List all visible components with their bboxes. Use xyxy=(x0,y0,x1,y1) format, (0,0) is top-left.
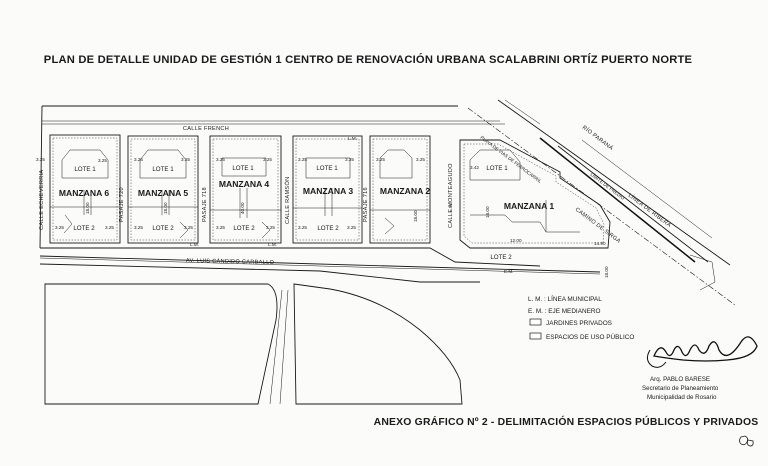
block-label-m5: MANZANA 5 xyxy=(138,188,189,198)
lot-label-m4-1: LOTE 1 xyxy=(232,165,254,172)
dim-m5-325-a: 3.25 xyxy=(134,157,143,162)
dim-m4-4000: 40.00 xyxy=(240,202,245,214)
street-label-ribera: LÍNEA DE RIBERA xyxy=(627,192,673,229)
dim-m4-325-a: 3.25 xyxy=(216,157,225,162)
dim-m5-325-b: 3.25 xyxy=(181,157,190,162)
dim-m4-325-d: 3.25 xyxy=(266,225,275,230)
street-label-pasaje718: PASAJE 718 xyxy=(202,187,208,222)
lot-label-m1-1: LOTE 1 xyxy=(486,165,508,172)
lot-label-m6-1: LOTE 1 xyxy=(74,166,96,173)
lm-marker-d: L.M. xyxy=(448,203,453,212)
block-label-m3: MANZANA 3 xyxy=(303,186,354,196)
street-label-sirga: CAMINO DE SIRGA xyxy=(574,207,622,245)
annex-caption: ANEXO GRÁFICO Nº 2 - DELIMITACIÓN ESPACI… xyxy=(374,415,759,428)
legend-jardines: JARDINES PRIVADOS xyxy=(546,320,612,327)
lot-label-m5-1: LOTE 1 xyxy=(152,166,174,173)
lm-marker-b: L.M. xyxy=(190,242,199,247)
plan-title: PLAN DE DETALLE UNIDAD DE GESTIÓN 1 CENT… xyxy=(44,53,693,66)
dim-m6-1800: 18.00 xyxy=(85,202,90,214)
dim-m6-325-a: 3.25 xyxy=(36,157,45,162)
block-manzana-5: LOTE 1 MANZANA 5 LOTE 2 3.25 3.25 3.25 3… xyxy=(127,135,199,244)
lot-label-m4-2: LOTE 2 xyxy=(233,225,255,232)
legend-swatch-jardines xyxy=(529,318,542,326)
signature-office: Municipalidad de Rosario xyxy=(647,394,717,401)
block-label-m6: MANZANA 6 xyxy=(59,188,110,198)
block-label-m2: MANZANA 2 xyxy=(380,186,431,196)
dim-m5-1800: 18.00 xyxy=(163,202,168,214)
street-label-carballo: AV. LUIS CÁNDIDO CARBALLO xyxy=(186,257,275,266)
block-manzana-6: LOTE 1 MANZANA 6 LOTE 2 3.25 3.25 3.25 3… xyxy=(36,134,121,244)
street-label-monteagudo: CALLE MONTEAGUDO xyxy=(448,163,454,228)
block-manzana-3: LOTE 1 MANZANA 3 LOTE 2 3.25 3.25 3.25 3… xyxy=(292,135,363,244)
dim-m5-325-c: 3.25 xyxy=(134,225,143,230)
dim-m6-325-c: 3.25 xyxy=(55,225,64,230)
street-label-rio: RÍO PARANÁ xyxy=(581,124,615,152)
dim-m1-1490: 14.90 xyxy=(594,241,606,246)
dim-m3-325-a: 3.25 xyxy=(298,157,307,162)
block-manzana-1: LOTE 1 MANZANA 1 LOTE 2 3.42 12.00 14.90… xyxy=(459,139,611,278)
dim-m2-1800: 18.00 xyxy=(413,210,418,222)
legend-em: E. M. : EJE MEDIANERO xyxy=(528,308,600,315)
dim-m3-325-c: 3.25 xyxy=(298,225,307,230)
signature-name: Arq. PABLO BARESE xyxy=(650,376,710,383)
lot-label-m1-2: LOTE 2 xyxy=(490,254,512,261)
lot-label-m3-1: LOTE 1 xyxy=(316,165,338,172)
signature-block: Arq. PABLO BARESE Secretario de Planeami… xyxy=(642,336,758,401)
dim-m3-325-d: 3.25 xyxy=(347,225,356,230)
lot-label-m3-2: LOTE 2 xyxy=(317,225,339,232)
street-grid xyxy=(39,99,736,405)
handwritten-signature xyxy=(653,336,758,362)
lot-label-m6-2: LOTE 2 xyxy=(73,225,95,232)
block-manzana-2: MANZANA 2 18.00 3.25 3.25 xyxy=(369,135,431,244)
legend: L. M. : LÍNEA MUNICIPAL E. M. : EJE MEDI… xyxy=(528,294,634,341)
street-label-french: CALLE FRENCH xyxy=(183,126,229,132)
dim-m4-325-b: 3.25 xyxy=(263,157,272,162)
street-label-vias: PLAYA DE VIAS DE FERROCARRIL xyxy=(479,135,542,184)
signature-flourish xyxy=(646,349,667,368)
legend-espacios: ESPACIOS DE USO PÚBLICO xyxy=(546,332,634,341)
street-label-limite: LÍMITE DE PREDIO xyxy=(589,171,626,201)
lm-marker-a: L.M. xyxy=(348,136,357,141)
street-label-echeverria: CALLE ECHEVERRIA xyxy=(39,170,45,230)
dim-m1-1800-b: 18.00 xyxy=(604,266,609,278)
legend-lm: L. M. : LÍNEA MUNICIPAL xyxy=(528,294,602,303)
dim-m1-342: 3.42 xyxy=(470,165,479,170)
lm-marker-c: L.M. xyxy=(268,242,277,247)
dim-m5-325-d: 3.25 xyxy=(184,225,193,230)
dim-m6-325-b: 3.25 xyxy=(98,158,107,163)
dim-m6-325-d: 3.25 xyxy=(105,225,114,230)
street-label-pasaje720: PASAJE 720 xyxy=(119,187,125,222)
dim-m1-1200: 12.00 xyxy=(510,238,522,243)
dim-m4-325-c: 3.25 xyxy=(216,225,225,230)
block-manzana-4: LOTE 1 MANZANA 4 LOTE 2 3.25 3.25 3.25 3… xyxy=(209,135,282,244)
dim-m1-1800: 18.00 xyxy=(485,206,490,218)
dim-m2-325-a: 3.25 xyxy=(376,157,385,162)
page-mark xyxy=(739,435,754,447)
dim-m3-325-b: 3.25 xyxy=(345,157,354,162)
lot-label-m5-2: LOTE 2 xyxy=(152,225,174,232)
legend-swatch-espacios xyxy=(529,332,542,340)
block-label-m1: MANZANA 1 xyxy=(504,201,555,211)
dim-m2-325-b: 3.25 xyxy=(416,157,425,162)
dim-m1-em: E.M. xyxy=(504,269,513,274)
signature-role: Secretario de Planeamiento xyxy=(642,385,719,392)
block-label-m4: MANZANA 4 xyxy=(219,179,270,189)
street-label-ramson: CALLE RAMSÓN xyxy=(284,177,291,224)
street-label-pasaje716: PASAJE 716 xyxy=(363,187,369,222)
